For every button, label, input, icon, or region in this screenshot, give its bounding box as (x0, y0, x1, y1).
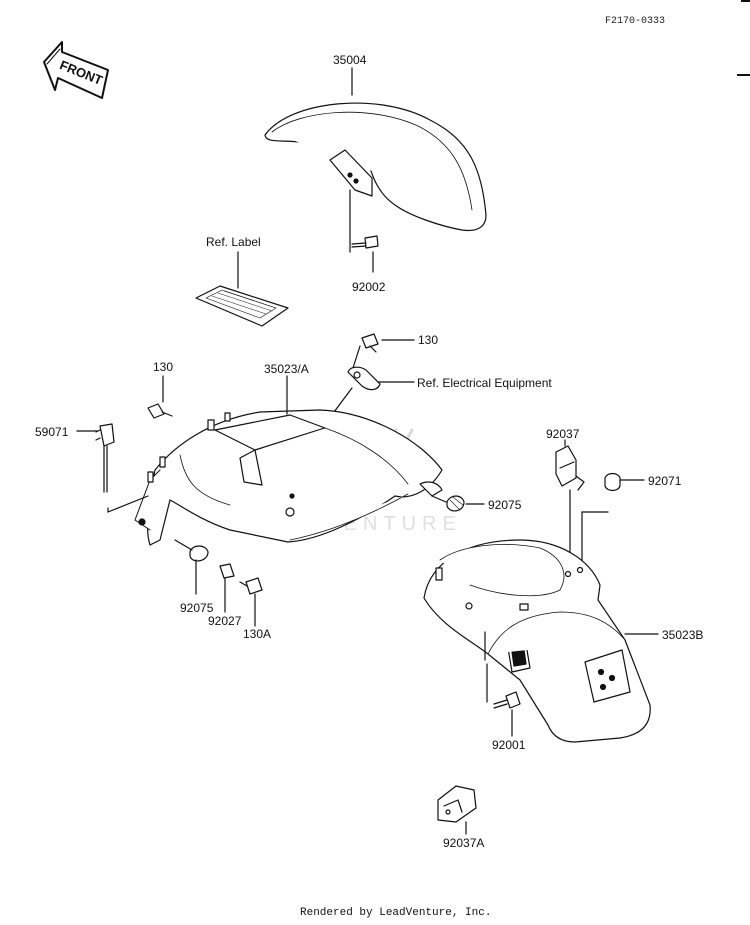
callout-ref-label: Ref. Label (206, 235, 261, 249)
margin-mark-mid (737, 74, 750, 76)
callout-ref-electrical-equipment: Ref. Electrical Equipment (417, 376, 552, 390)
bolt-130-top (361, 333, 379, 353)
bolt-130A (239, 577, 263, 595)
damper-92075-right (446, 495, 465, 512)
callout-92071: 92071 (648, 474, 682, 488)
footer-credit: Rendered by LeadVenture, Inc. (300, 907, 492, 919)
callout-92075-bottom: 92075 (180, 601, 214, 615)
callout-59071: 59071 (35, 425, 69, 439)
bolt-130-left (147, 403, 173, 419)
callout-92075-right: 92075 (488, 498, 522, 512)
callout-130-left: 130 (153, 360, 174, 374)
callout-92027: 92027 (208, 614, 242, 628)
callout-92037A: 92037A (443, 836, 485, 850)
callout-130-top: 130 (418, 333, 439, 347)
margin-mark-top (741, 0, 750, 2)
front-arrow-icon (43, 41, 109, 99)
collar-92027 (219, 563, 235, 579)
front-fender (264, 102, 487, 232)
callout-35023A: 35023/A (264, 362, 309, 376)
diagram-code: F2170-0333 (605, 16, 666, 27)
callout-92001: 92001 (492, 738, 526, 752)
damper-92075-bottom (189, 545, 209, 562)
cap-92071 (604, 472, 621, 492)
callout-35004: 35004 (333, 53, 367, 67)
clip-92037A (437, 785, 477, 823)
rear-fender-rear (423, 539, 651, 743)
callout-92037: 92037 (546, 427, 580, 441)
nut-92037 (555, 445, 585, 491)
reference-label-sticker (195, 285, 289, 327)
bolt-92001 (493, 691, 521, 709)
rear-fender-front (134, 409, 443, 546)
callout-92002: 92002 (352, 280, 386, 294)
electrical-clamp (347, 366, 381, 391)
bolt-92002 (351, 235, 379, 249)
part-59071 (95, 423, 115, 493)
callout-130A: 130A (243, 627, 272, 641)
callout-35023B: 35023B (662, 628, 704, 642)
